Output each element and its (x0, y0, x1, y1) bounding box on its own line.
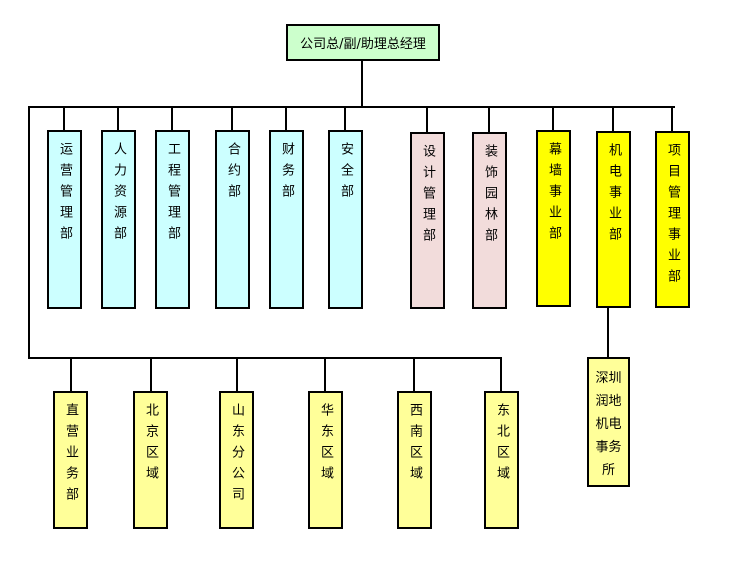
subsidiary-line: 所 (601, 463, 615, 478)
dept-label: 财务部 (279, 142, 294, 205)
region-southwest: 西南区域 (397, 391, 432, 529)
connector-region-1 (70, 357, 72, 392)
connector-region-4 (324, 357, 326, 392)
subsidiary-line: 机电 (595, 417, 622, 432)
subsidiary-line: 事务 (595, 440, 622, 455)
region-direct-sales: 直营业务部 (53, 391, 88, 529)
region-shandong-branch: 山东分公司 (219, 391, 254, 529)
dept-label: 设计管理部 (420, 144, 435, 249)
dept-finance: 财务部 (269, 130, 304, 309)
root-node-general-manager: 公司总/副/助理总经理 (286, 24, 440, 61)
connector-region-5 (413, 357, 415, 392)
left-trunk-line (28, 106, 30, 359)
region-label: 华东区域 (318, 403, 333, 487)
dept-label: 幕墙事业部 (546, 142, 561, 247)
top-bus-line (28, 106, 675, 108)
connector-dept-4 (231, 106, 233, 131)
region-east-china: 华东区域 (308, 391, 343, 529)
connector-dept-3 (171, 106, 173, 131)
connector-dept-2 (117, 106, 119, 131)
region-beijing: 北京区域 (133, 391, 168, 529)
connector-region-3 (236, 357, 238, 392)
region-label: 直营业务部 (63, 403, 78, 508)
dept-label: 人力资源部 (111, 142, 126, 247)
region-label: 东北区域 (494, 403, 509, 487)
dept-label: 装饰园林部 (482, 144, 497, 249)
dept-label: 机电事业部 (606, 143, 621, 248)
connector-dept-5 (285, 106, 287, 131)
dept-label: 合约部 (225, 142, 240, 205)
subsidiary-shenzhen-office: 深圳 润地 机电 事务 所 (587, 357, 630, 487)
dept-engineering-management: 工程管理部 (155, 130, 190, 309)
dept-design-management: 设计管理部 (410, 132, 445, 309)
dept-contracts: 合约部 (215, 130, 250, 309)
bottom-bus-line (28, 357, 502, 359)
connector-region-2 (150, 357, 152, 392)
connector-dept-8 (488, 106, 490, 133)
dept-label: 安全部 (338, 142, 353, 205)
dept-project-management: 项目管理事业部 (655, 131, 690, 308)
dept-safety: 安全部 (328, 130, 363, 309)
subsidiary-line: 深圳 (595, 371, 622, 386)
region-label: 西南区域 (407, 403, 422, 487)
region-label: 山东分公司 (229, 403, 244, 508)
root-connector (361, 60, 363, 107)
dept-mechanical-electrical: 机电事业部 (596, 131, 631, 308)
region-label: 北京区域 (143, 403, 158, 487)
dept-label: 项目管理事业部 (665, 143, 680, 290)
connector-region-6 (500, 357, 502, 392)
connector-dept-11 (671, 106, 673, 132)
region-northeast: 东北区域 (484, 391, 519, 529)
subsidiary-line: 润地 (595, 394, 622, 409)
dept-human-resources: 人力资源部 (101, 130, 136, 309)
dept-operations-management: 运营管理部 (47, 130, 82, 309)
connector-dept-6 (344, 106, 346, 131)
dept-label: 运营管理部 (57, 142, 72, 247)
connector-dept-7 (426, 106, 428, 133)
root-node-label: 公司总/副/助理总经理 (300, 37, 426, 52)
dept-curtain-wall: 幕墙事业部 (536, 130, 571, 307)
connector-subsidiary (607, 307, 609, 358)
connector-dept-1 (63, 106, 65, 131)
dept-label: 工程管理部 (165, 142, 180, 247)
connector-dept-10 (612, 106, 614, 132)
dept-decoration-landscape: 装饰园林部 (472, 132, 507, 309)
connector-dept-9 (552, 106, 554, 131)
